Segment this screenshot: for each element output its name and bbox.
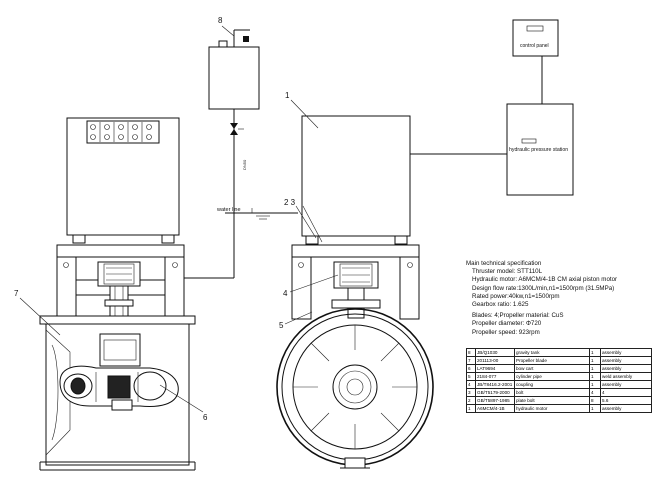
callout-6: 6 (203, 413, 208, 422)
bom-qty: 1 (589, 372, 601, 381)
water-line-label: water line (216, 207, 241, 213)
spec-line: Hydraulic motor: A6MCM/4-1B CM axial pis… (472, 276, 618, 284)
table-row: 7 201113-00 Propeller blade 1 assembly (466, 356, 652, 365)
table-row: 2 GB/T5897-1985 plate bolt 8 5.6 (466, 396, 652, 405)
bom-code: A6MCM/4-1B (475, 404, 515, 413)
callout-5: 5 (279, 321, 284, 330)
bom-qty: 1 (589, 356, 601, 365)
table-row: 1 A6MCM/4-1B hydraulic motor 1 assembly (466, 404, 652, 413)
bom-note: assembly (600, 348, 652, 357)
spec-line: Propeller diameter: Φ720 (472, 320, 542, 328)
right-view: 1 2 3 4 5 (276, 91, 434, 469)
bom-note: assembly (600, 380, 652, 389)
bom-name: plate bolt (514, 396, 590, 405)
bill-of-materials: 8 JB/Q1030 gravity tank 1 assembly 7 201… (466, 348, 652, 413)
water-line: water line (216, 207, 298, 220)
bom-name: gravity tank (514, 348, 590, 357)
bom-no: 3 (466, 388, 476, 397)
bom-note: 5.6 (600, 396, 652, 405)
spec-title: Main technical specification (466, 260, 542, 267)
technical-specification: Main technical specification Thruster mo… (466, 260, 656, 337)
table-row: 3 GB/T5179-2000 bolt 4 4 (466, 388, 652, 397)
bom-name: bow cart (514, 364, 590, 373)
bom-qty: 1 (589, 364, 601, 373)
spec-line: Design flow rate:1300L/min,n1=1500rpm (3… (472, 284, 615, 292)
spec-line: Gearbox ratio: 1.625 (472, 301, 529, 309)
bom-note: assembly (600, 356, 652, 365)
callout-1: 1 (285, 91, 290, 100)
bom-qty: 8 (589, 396, 601, 405)
bom-name: Propeller blade (514, 356, 590, 365)
callout-2-3: 2 3 (284, 198, 296, 207)
table-row: 4 JB/T8416.2-2001 coupling 1 assembly (466, 380, 652, 389)
gravity-tank: 8 DN50 (208, 16, 260, 278)
callout-8: 8 (218, 16, 223, 25)
bom-code: JB/T8416.2-2001 (475, 380, 515, 389)
spec-line: Propeller speed: 923rpm (472, 328, 540, 336)
bom-no: 4 (466, 380, 476, 389)
bom-code: 2184-077 (475, 372, 515, 381)
bom-note: 4 (600, 388, 652, 397)
hydraulic-station-label: hydraulic pressure station (509, 147, 568, 153)
bom-no: 7 (466, 356, 476, 365)
bom-note: assembly (600, 404, 652, 413)
bom-no: 5 (466, 372, 476, 381)
bom-qty: 4 (589, 388, 601, 397)
bom-code: LAT9694 (475, 364, 515, 373)
bom-no: 6 (466, 364, 476, 373)
bom-note: weld assembly (600, 372, 652, 381)
callout-4: 4 (283, 289, 288, 298)
control-panel: control panel (512, 19, 559, 104)
bom-code: JB/Q1030 (475, 348, 515, 357)
table-row: 6 LAT9694 bow cart 1 assembly (466, 364, 652, 373)
table-row: 5 2184-077 cylinder pipe 1 weld assembly (466, 372, 652, 381)
control-panel-label: control panel (520, 43, 549, 49)
bom-name: cylinder pipe (514, 372, 590, 381)
bom-qty: 1 (589, 348, 601, 357)
bom-no: 1 (466, 404, 476, 413)
spec-line: Rated power:40kw,n1=1500rpm (472, 292, 560, 300)
left-view: 7 6 (14, 117, 234, 471)
spec-line: Thruster model: STT110L (472, 268, 543, 276)
table-row: 8 JB/Q1030 gravity tank 1 assembly (466, 348, 652, 357)
bom-name: bolt (514, 388, 590, 397)
bom-no: 8 (466, 348, 476, 357)
bom-no: 2 (466, 396, 476, 405)
bom-code: GB/T5179-2000 (475, 388, 515, 397)
bom-name: coupling (514, 380, 590, 389)
bom-name: hydraulic motor (514, 404, 590, 413)
callout-7: 7 (14, 289, 19, 298)
bom-qty: 1 (589, 404, 601, 413)
bom-note: assembly (600, 364, 652, 373)
svg-text:DN50: DN50 (242, 159, 247, 170)
bom-qty: 1 (589, 380, 601, 389)
spec-line: Blades: 4;Propeller material: CuS (472, 312, 564, 320)
hydraulic-station: hydraulic pressure station (410, 103, 574, 196)
bom-code: GB/T5897-1985 (475, 396, 515, 405)
bom-code: 201113-00 (475, 356, 515, 365)
